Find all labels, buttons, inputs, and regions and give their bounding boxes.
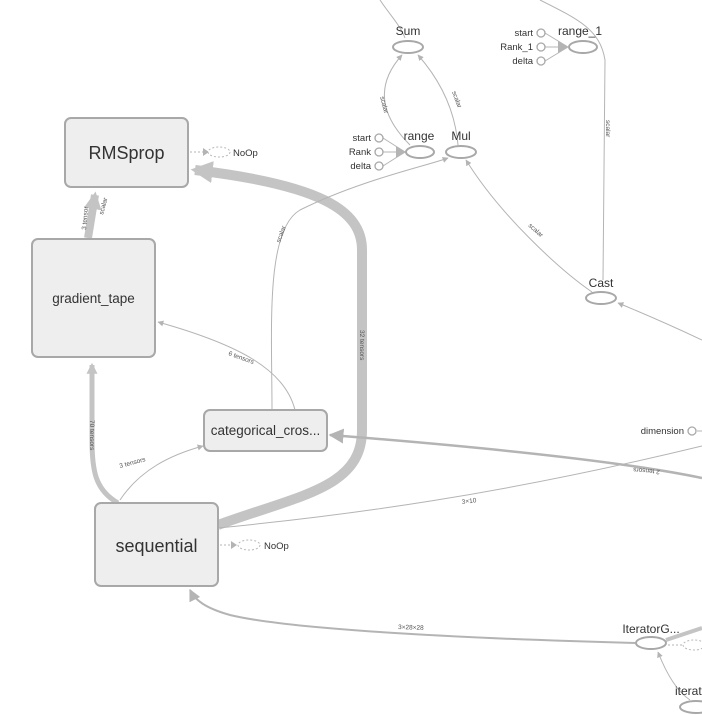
edge-label-scalar-mul: scalar [275,224,288,243]
const-dimension[interactable]: dimension [641,426,697,437]
const-rank-range[interactable]: Rank [349,147,384,158]
edge-label-cast-mul: scalar [527,222,545,239]
edge-mul-sum [417,54,459,146]
const-delta-range-label: delta [350,161,371,172]
edge-label-70-tensors: 70 tensors [88,420,95,451]
edge-iterator-sequential [189,588,636,644]
edge-range-sum [383,54,411,146]
edge-sequential-gradient [86,362,120,506]
const-delta-range1[interactable]: delta [512,56,546,67]
edge-range1-cast [539,0,606,281]
node-categorical[interactable]: categorical_cros... [203,409,328,452]
edge-right-cast [617,302,702,341]
node-mul-label: Mul [451,129,470,143]
node-range[interactable]: range [404,129,435,159]
range1-input-arrow [558,41,568,53]
node-cast[interactable]: Cast [585,276,617,305]
noop-arrow-2 [231,541,237,549]
node-sum[interactable]: Sum [392,24,424,54]
node-noop-2-label: NoOp [264,541,289,552]
node-categorical-label: categorical_cros... [211,423,321,438]
edge-label-3x28x28: 3×28×28 [398,624,424,632]
edge-label-32-tensors: 32 tensors [358,330,365,361]
node-iteratorg-dashed[interactable] [682,639,702,651]
node-iterator[interactable]: iterat [675,684,702,714]
edge-iterat-iteratorg [657,651,691,701]
node-sum-label: Sum [396,24,421,38]
node-noop-1[interactable]: NoOp [207,146,258,159]
edge-sequential-rmsprop [190,161,367,530]
edge-gradient-rmsprop [84,191,102,239]
const-start-range[interactable]: start [353,133,384,144]
edge-iteratorg-right [665,626,702,642]
edge-label-3-tensors: 3 tensors [119,456,147,470]
const-start-range-label: start [353,133,372,144]
node-noop-1-label: NoOp [233,148,258,159]
const-rank1-range1-label: Rank_1 [500,42,533,53]
node-mul[interactable]: Mul [445,129,477,159]
node-rmsprop[interactable]: RMSprop [64,117,189,188]
edge-label-mul-sum: scalar [450,90,463,109]
edge-label-3x10: 3×10 [461,497,477,506]
const-rank1-range1[interactable]: Rank_1 [500,42,546,53]
edge-delta-range1 [544,46,569,62]
edge-label-range1-cast: scalar [604,120,611,138]
node-iterator-label: iterat [675,684,702,698]
node-cast-label: Cast [589,276,614,290]
edge-label-2-tensors: 2 tensors [632,466,660,475]
const-dimension-label: dimension [641,426,684,437]
edge-label-range-sum: scalar [378,96,389,115]
edge-sequential-right [217,445,702,529]
node-iterator-get-next-label: IteratorG... [622,622,679,636]
edge-start-range1 [544,32,569,48]
const-rank-range-label: Rank [349,147,371,158]
edge-cast-mul [465,159,593,293]
node-sequential-label: sequential [115,536,197,556]
const-start-range1[interactable]: start [515,28,546,39]
edge-sequential-categorical [119,444,204,501]
const-delta-range1-label: delta [512,56,533,67]
const-start-range1-label: start [515,28,534,39]
edge-label-scalar-rms: scalar [98,196,109,215]
edge-top-sum [379,0,406,39]
node-sequential[interactable]: sequential [94,502,219,587]
node-gradient-tape-label: gradient_tape [52,291,135,306]
node-range-label: range [404,129,435,143]
node-range-1[interactable]: range_1 [558,24,602,54]
range-input-arrow [396,146,406,158]
edge-categorical-gradient [157,320,296,411]
edge-label-3-tensor: 3 tensor [81,205,90,230]
node-gradient-tape[interactable]: gradient_tape [31,238,156,358]
noop-arrow-1 [203,148,209,156]
edge-right-categorical [328,428,702,480]
node-iterator-get-next[interactable]: IteratorG... [622,622,680,650]
const-delta-range[interactable]: delta [350,161,384,172]
edge-categorical-mul [270,157,449,411]
node-rmsprop-label: RMSprop [88,143,164,163]
node-noop-2[interactable]: NoOp [237,539,289,552]
node-range-1-label: range_1 [558,24,602,38]
